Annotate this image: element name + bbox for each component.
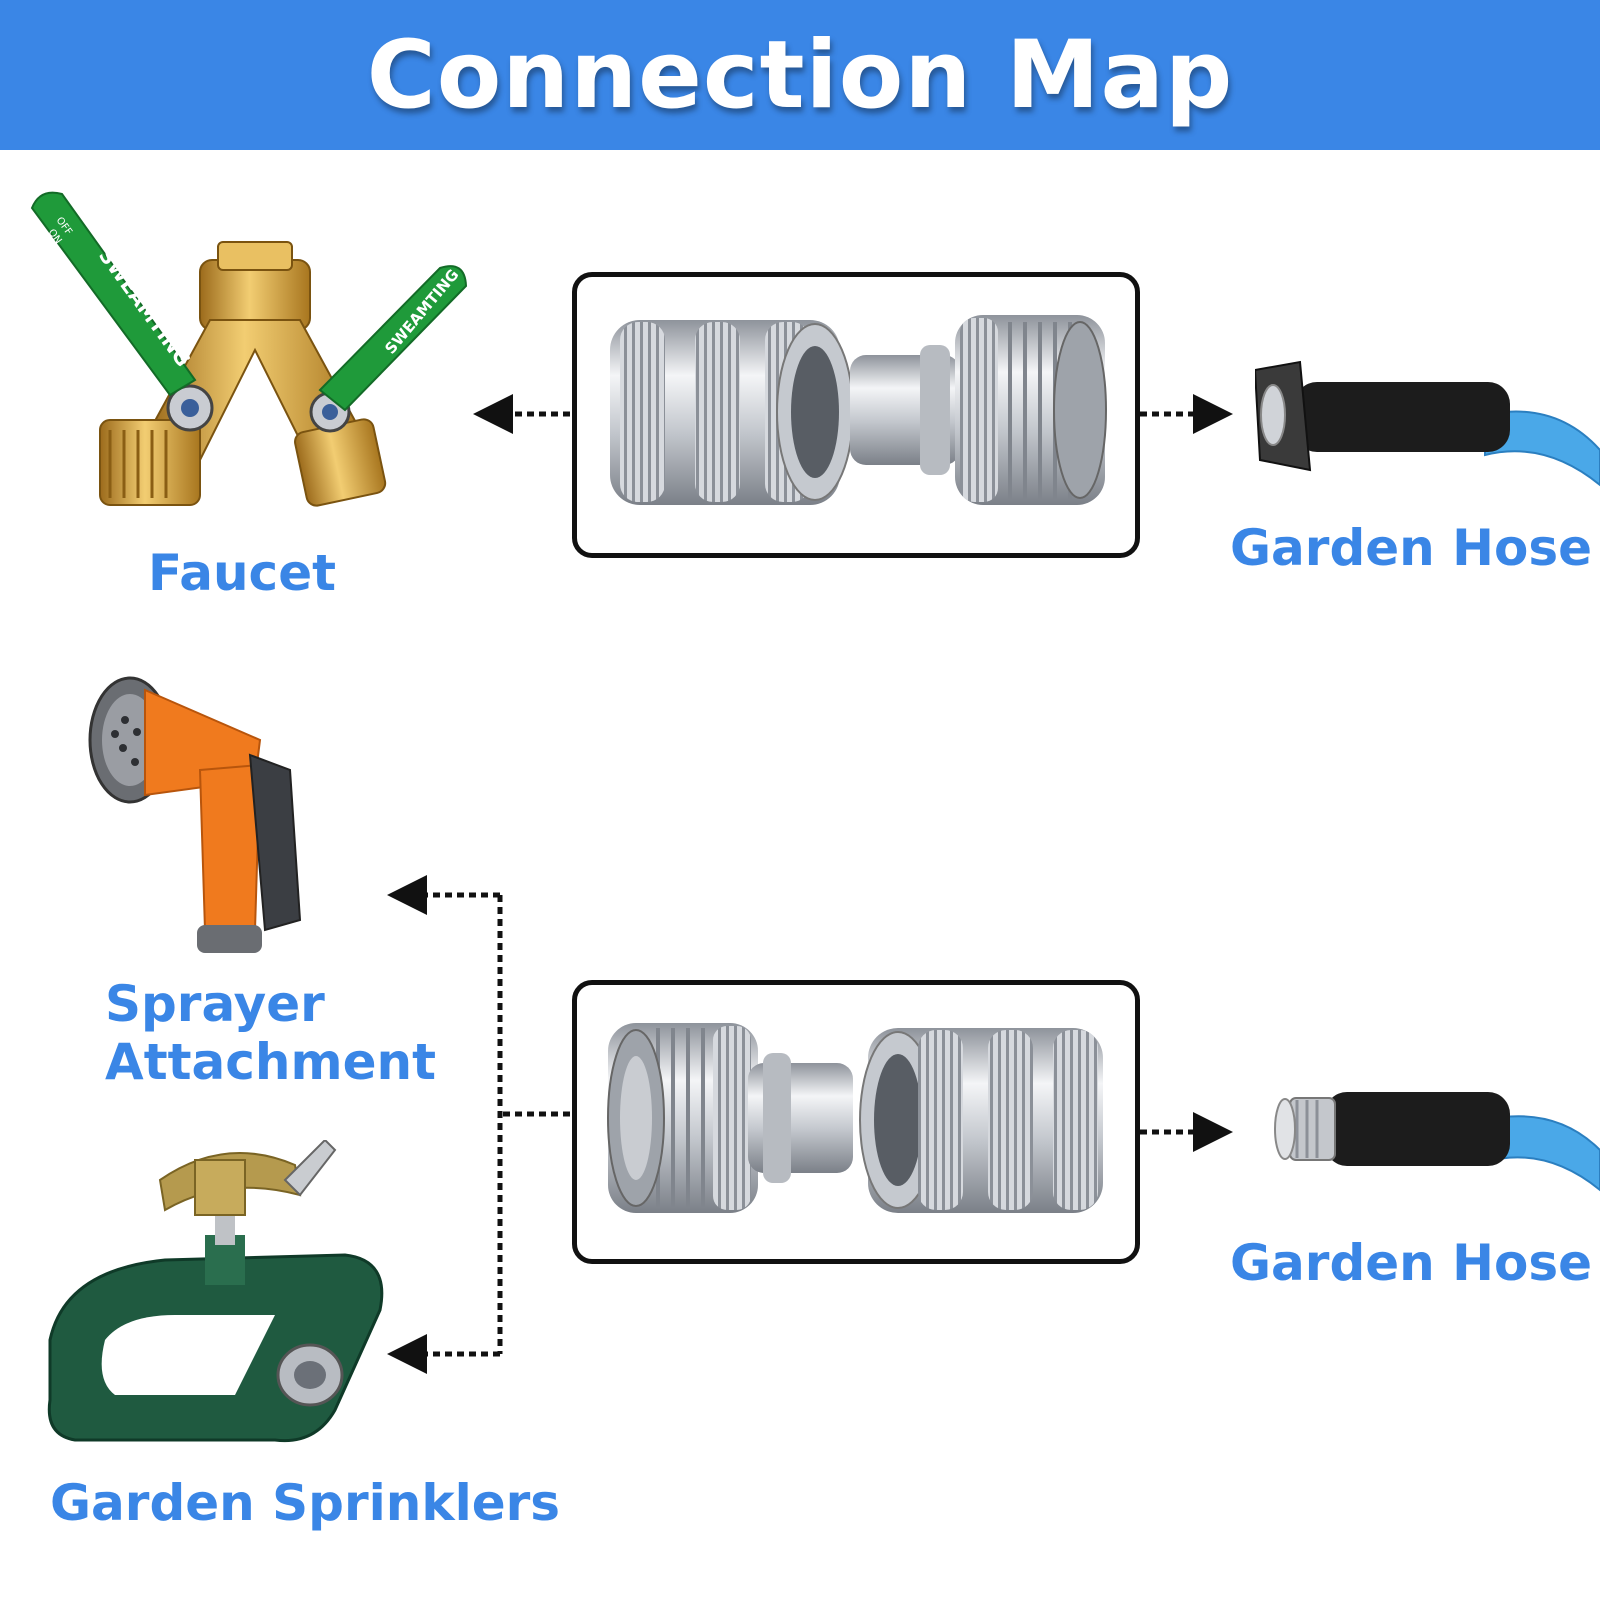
label-sprayer-line2: Attachment	[105, 1033, 436, 1091]
garden-sprinkler-icon	[47, 1140, 384, 1443]
quick-connector-set-icon-bottom	[607, 1023, 1103, 1213]
label-sprayer-line1: Sprayer	[105, 975, 325, 1033]
garden-hose-female-icon	[1255, 360, 1600, 487]
page-title: Connection Map	[366, 20, 1234, 130]
header-banner: Connection Map	[0, 0, 1600, 150]
faucet-y-valve-icon: SWEAMTING SWEAMTING OFF ON	[30, 191, 468, 507]
quick-connector-set-icon-top	[610, 315, 1107, 505]
label-sprayer-attachment: Sprayer Attachment	[105, 975, 436, 1091]
garden-hose-male-icon	[1274, 1092, 1600, 1192]
label-garden-hose-top: Garden Hose	[1230, 519, 1593, 577]
label-faucet: Faucet	[148, 544, 337, 602]
label-garden-hose-bottom: Garden Hose	[1230, 1234, 1593, 1292]
valve-brand-text-right: SWEAMTING	[381, 266, 462, 358]
label-garden-sprinklers: Garden Sprinklers	[50, 1474, 561, 1532]
sprayer-nozzle-icon	[88, 676, 302, 953]
